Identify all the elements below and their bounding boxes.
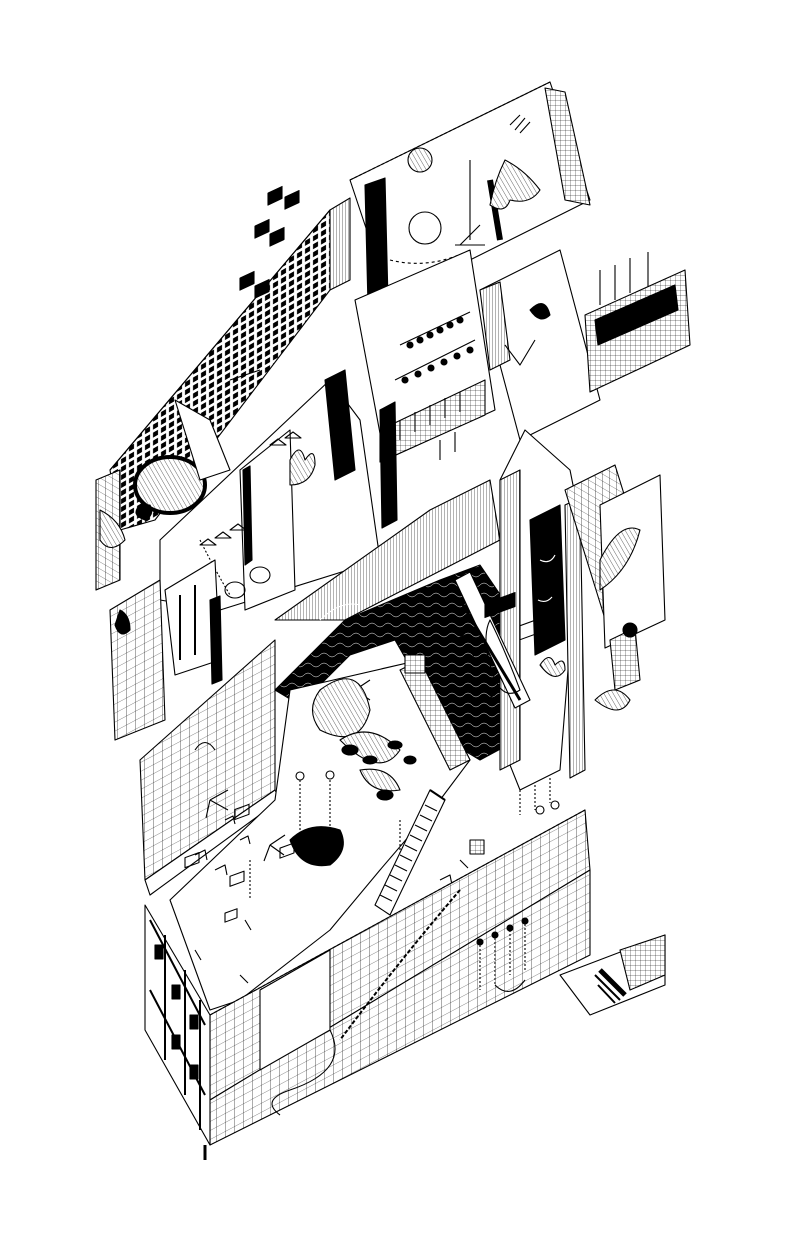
plant-icon [489,159,541,210]
curtain-shape [599,527,641,591]
wall-ornament [99,509,131,635]
right-tiled-room [564,464,666,711]
ceiling-fan-icon [205,789,229,819]
round-planter [133,399,231,521]
hanging-cocoon [311,678,371,738]
ceiling-fan-icon [263,834,286,862]
pendant-lamp-icon [407,147,433,173]
plant-icon [289,449,316,486]
bean-cushions [341,740,417,801]
lower-hall-floor [169,659,471,1011]
top-room [349,81,591,306]
staircase [374,789,446,916]
bottle-row-icon [401,316,474,384]
lamp-shades-row [199,431,302,546]
entrance-annex [559,934,666,1016]
dining-room-upper [479,249,691,441]
pile-of-objects [289,826,344,867]
lower-facade-wall [209,809,591,1146]
plant-icon [539,656,566,677]
upper-shelving-wall [95,197,351,591]
dining-tables-lower [439,591,560,886]
kitchen-room [354,249,496,529]
seating-rows-upper [229,185,300,381]
plant-icon [529,303,551,320]
bar-counter [399,571,566,771]
chairs-scattered [194,815,251,876]
cafe-tables [184,803,295,984]
gallery-arches [159,369,381,685]
globe-lamp-icon [408,211,442,245]
pendant-egg [485,619,521,694]
glazed-window-corner [144,904,211,1160]
central-tower [499,429,586,791]
